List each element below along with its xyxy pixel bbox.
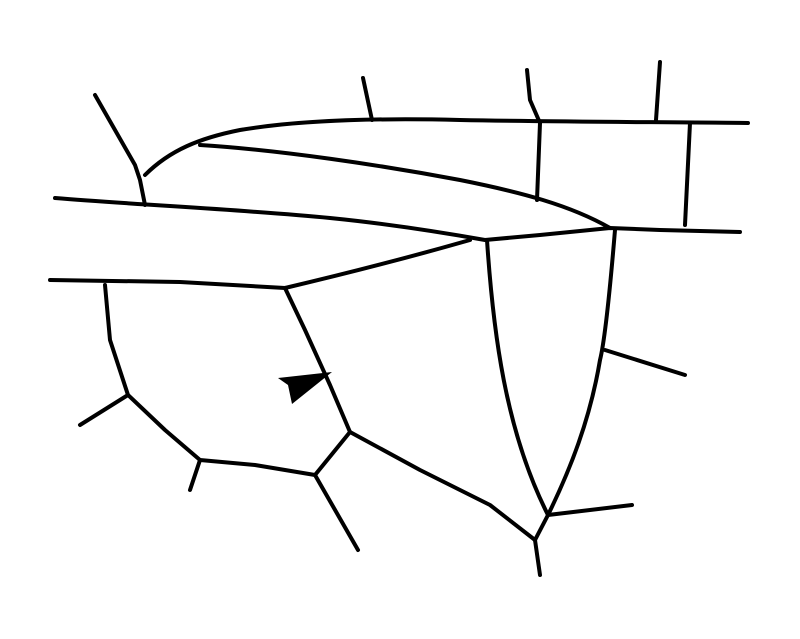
crossvein-cell-1 xyxy=(535,121,542,202)
cubitus-left-vein xyxy=(103,283,317,477)
short-vein-left xyxy=(78,393,130,427)
crossvein-top-2 xyxy=(525,68,542,125)
short-vein-bottom-2 xyxy=(313,473,360,552)
costal-vein xyxy=(143,117,750,177)
radius-vein xyxy=(53,196,742,242)
discal-cell-left-vein xyxy=(485,238,550,517)
crossvein-top-3 xyxy=(654,60,662,122)
discal-cell-right-vein xyxy=(533,228,617,542)
arrowhead-pointer-icon xyxy=(278,372,332,404)
media-vein xyxy=(48,238,472,290)
crossvein-cell-2 xyxy=(683,121,692,227)
subcostal-vein xyxy=(198,143,612,230)
branch-right-lower xyxy=(546,503,634,517)
humeral-vein xyxy=(93,93,147,207)
crossvein-top-1 xyxy=(361,76,374,122)
bottom-tail-vein xyxy=(533,538,542,577)
branch-right-upper xyxy=(603,348,687,377)
medial-crossvein xyxy=(283,286,352,477)
cubital-oblique-vein xyxy=(348,430,537,542)
short-vein-bottom-1 xyxy=(188,458,202,492)
